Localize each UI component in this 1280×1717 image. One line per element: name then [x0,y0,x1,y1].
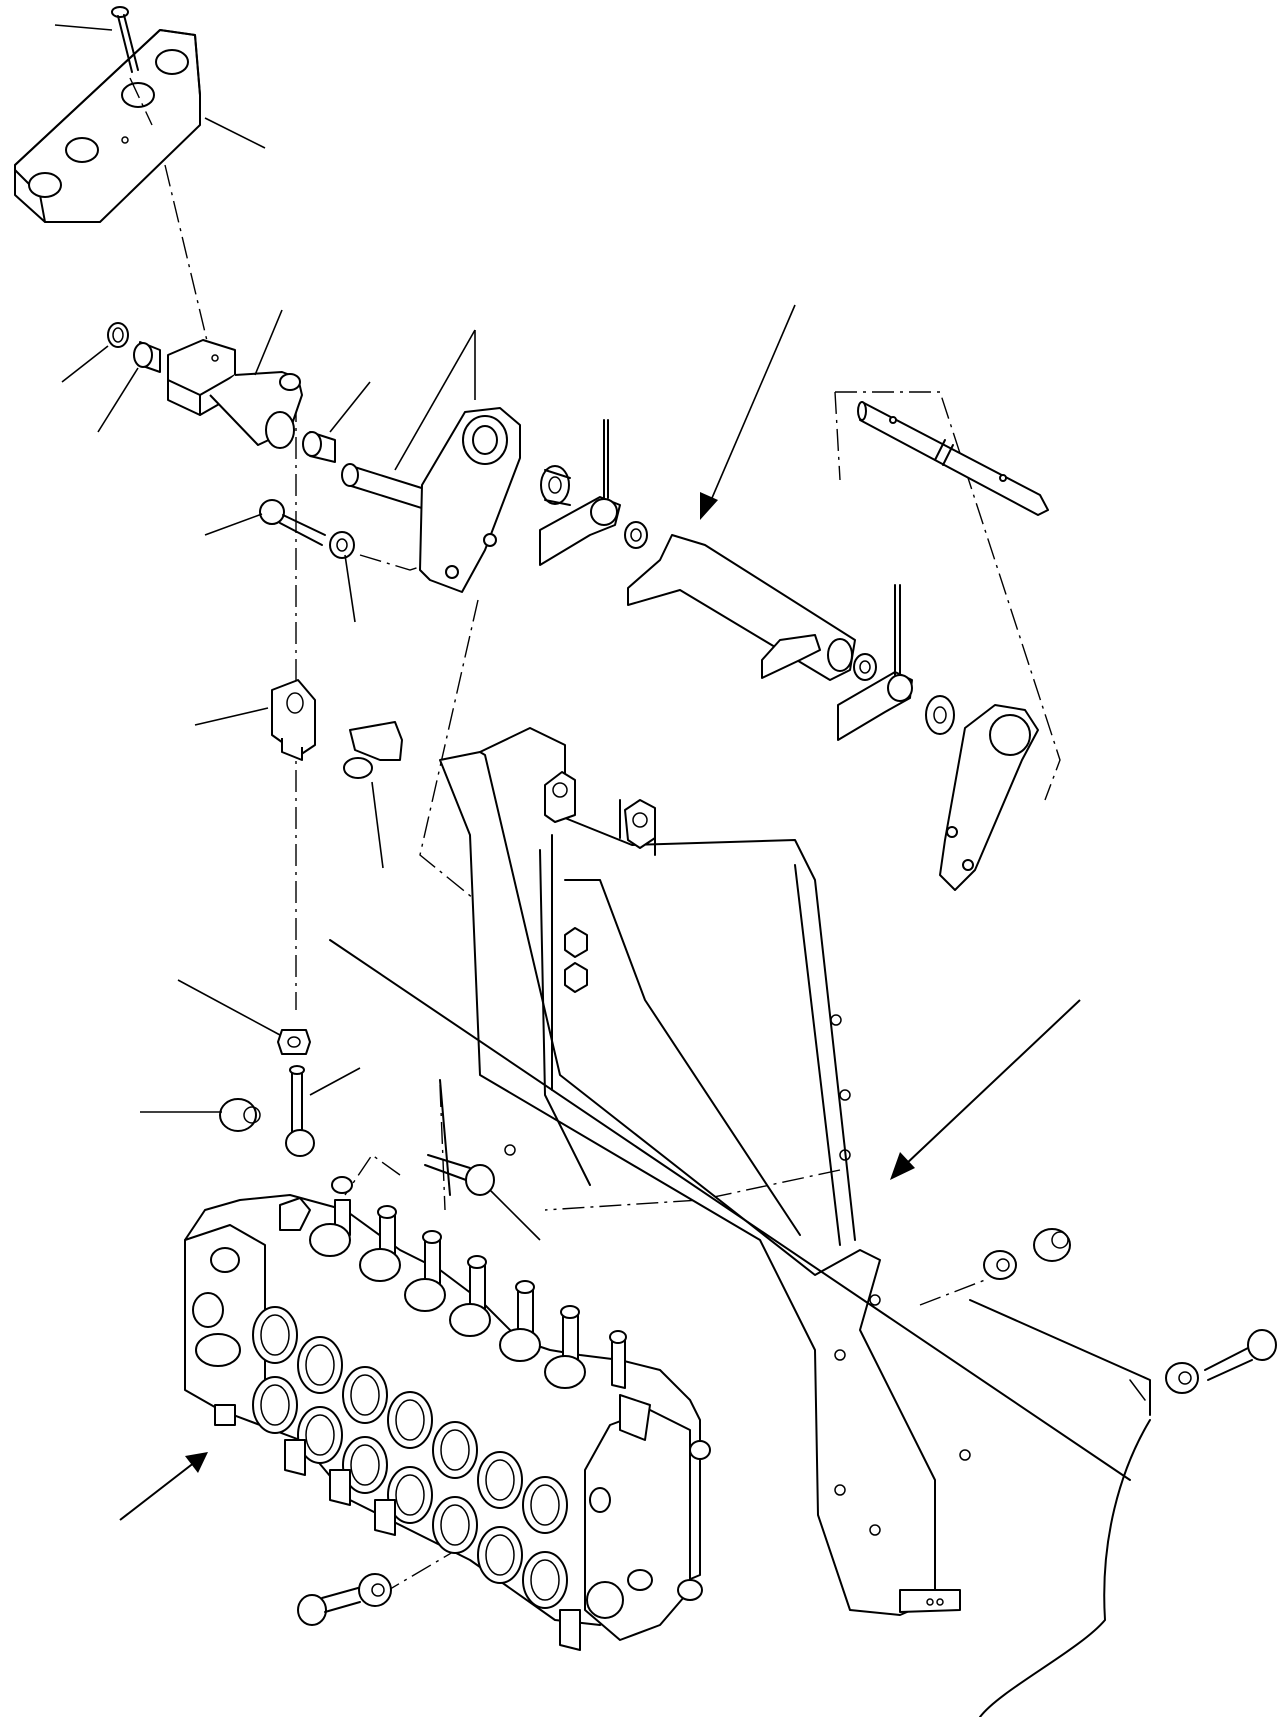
link-arm [837,584,913,741]
leader-line [204,117,266,149]
screw [111,6,139,73]
leader-line [194,707,269,726]
clevis-pin [343,721,403,779]
nut [219,1098,261,1132]
support-frame [439,727,971,1616]
arrow-head [700,492,718,520]
leader-line [329,381,371,433]
washer [983,1250,1017,1280]
direction-arrows [119,999,1081,1521]
rod [857,401,1049,516]
bolt [259,499,326,546]
bushing [302,431,336,463]
bushing [540,465,571,506]
leader-line [177,979,281,1036]
link-arm [539,419,621,566]
washer [1165,1362,1199,1394]
link-arm [939,704,1039,891]
bushing [925,695,955,735]
frame-panel [329,939,1151,1717]
washer [358,1573,392,1607]
leader-line [309,1067,361,1096]
clevis [271,679,316,761]
bolt [424,1154,495,1196]
leader-line [254,309,283,376]
washer [853,653,877,681]
lever-bracket [167,339,303,449]
rod-end [285,1065,315,1157]
bolt [1204,1329,1277,1381]
leader-line [54,24,113,31]
linkage-tube [627,534,856,681]
leader-line [371,781,384,869]
washer [329,531,355,559]
leader-line [97,367,139,433]
nut [277,1029,311,1055]
nut [1033,1228,1071,1262]
leader-line [344,554,356,623]
leader-line [489,1189,541,1241]
leader-line [711,304,796,499]
bushing [133,341,161,373]
leader-line [61,345,109,383]
washer [624,521,648,549]
pivot-shaft-plate [341,407,521,593]
bolt [297,1587,361,1626]
control-valve [184,1176,711,1651]
snap-ring [107,322,129,348]
leader-line [394,329,476,471]
leader-line [204,513,263,536]
